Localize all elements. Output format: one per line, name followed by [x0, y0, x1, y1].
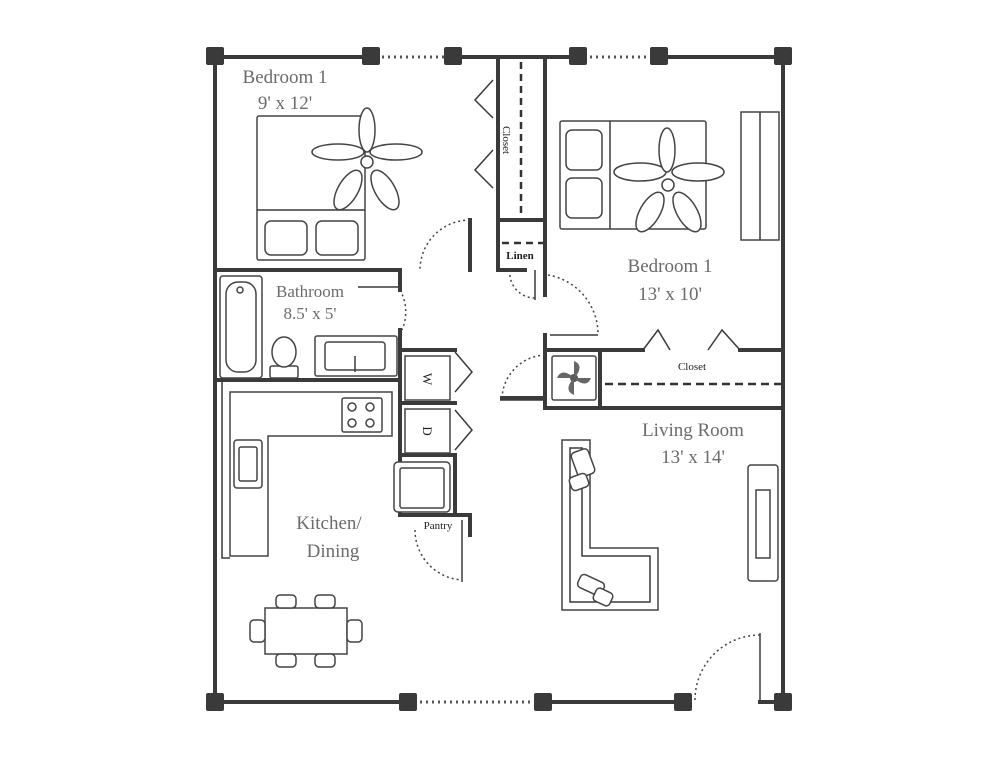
pantry-label: Pantry	[424, 520, 453, 532]
bathroom-size: 8.5' x 5'	[284, 304, 337, 323]
linen-label: Linen	[506, 250, 534, 262]
refrigerator	[393, 461, 451, 513]
dining-table	[249, 594, 363, 668]
windows	[370, 55, 658, 704]
sectional-sofa	[561, 439, 659, 611]
stove-icon	[341, 397, 383, 433]
hvac-fan-icon	[551, 355, 597, 401]
closet-top-label: Closet	[500, 126, 512, 154]
dresser	[740, 111, 780, 241]
bedroom-a-size: 9' x 12'	[258, 93, 312, 114]
kitchen-counter	[221, 382, 393, 559]
bedroom-a-name: Bedroom 1	[243, 67, 328, 88]
dryer	[404, 408, 451, 454]
bathroom-vanity	[314, 335, 398, 377]
living-room-name: Living Room	[642, 420, 744, 441]
tv-console	[747, 464, 779, 582]
kitchen-label-line1: Kitchen/	[296, 513, 362, 534]
swing-doors	[358, 219, 761, 701]
ceiling-fan-left-icon	[311, 107, 423, 211]
washer-label: W	[420, 373, 435, 386]
room-labels: Bedroom 1 9' x 12' Bedroom 1 13' x 10' B…	[243, 67, 745, 562]
laundry-doors	[454, 351, 473, 451]
bathroom-name: Bathroom	[276, 282, 344, 301]
washer	[404, 355, 451, 401]
bathtub	[219, 275, 263, 379]
closet-right-label: Closet	[678, 361, 706, 373]
ceiling-fan-right-icon	[613, 127, 725, 233]
bedroom-b-size: 13' x 10'	[638, 284, 702, 305]
small-labels: Closet Closet Linen Pantry W D	[420, 126, 706, 532]
closet-doors	[473, 79, 741, 351]
toilet-icon	[269, 336, 299, 379]
bedroom-b-name: Bedroom 1	[628, 256, 713, 277]
kitchen-sink	[233, 439, 263, 489]
living-room-size: 13' x 14'	[661, 447, 725, 468]
kitchen-label-line2: Dining	[307, 541, 360, 562]
dryer-label: D	[420, 426, 435, 435]
wall-posts	[206, 47, 792, 711]
closet-rods	[502, 62, 781, 386]
